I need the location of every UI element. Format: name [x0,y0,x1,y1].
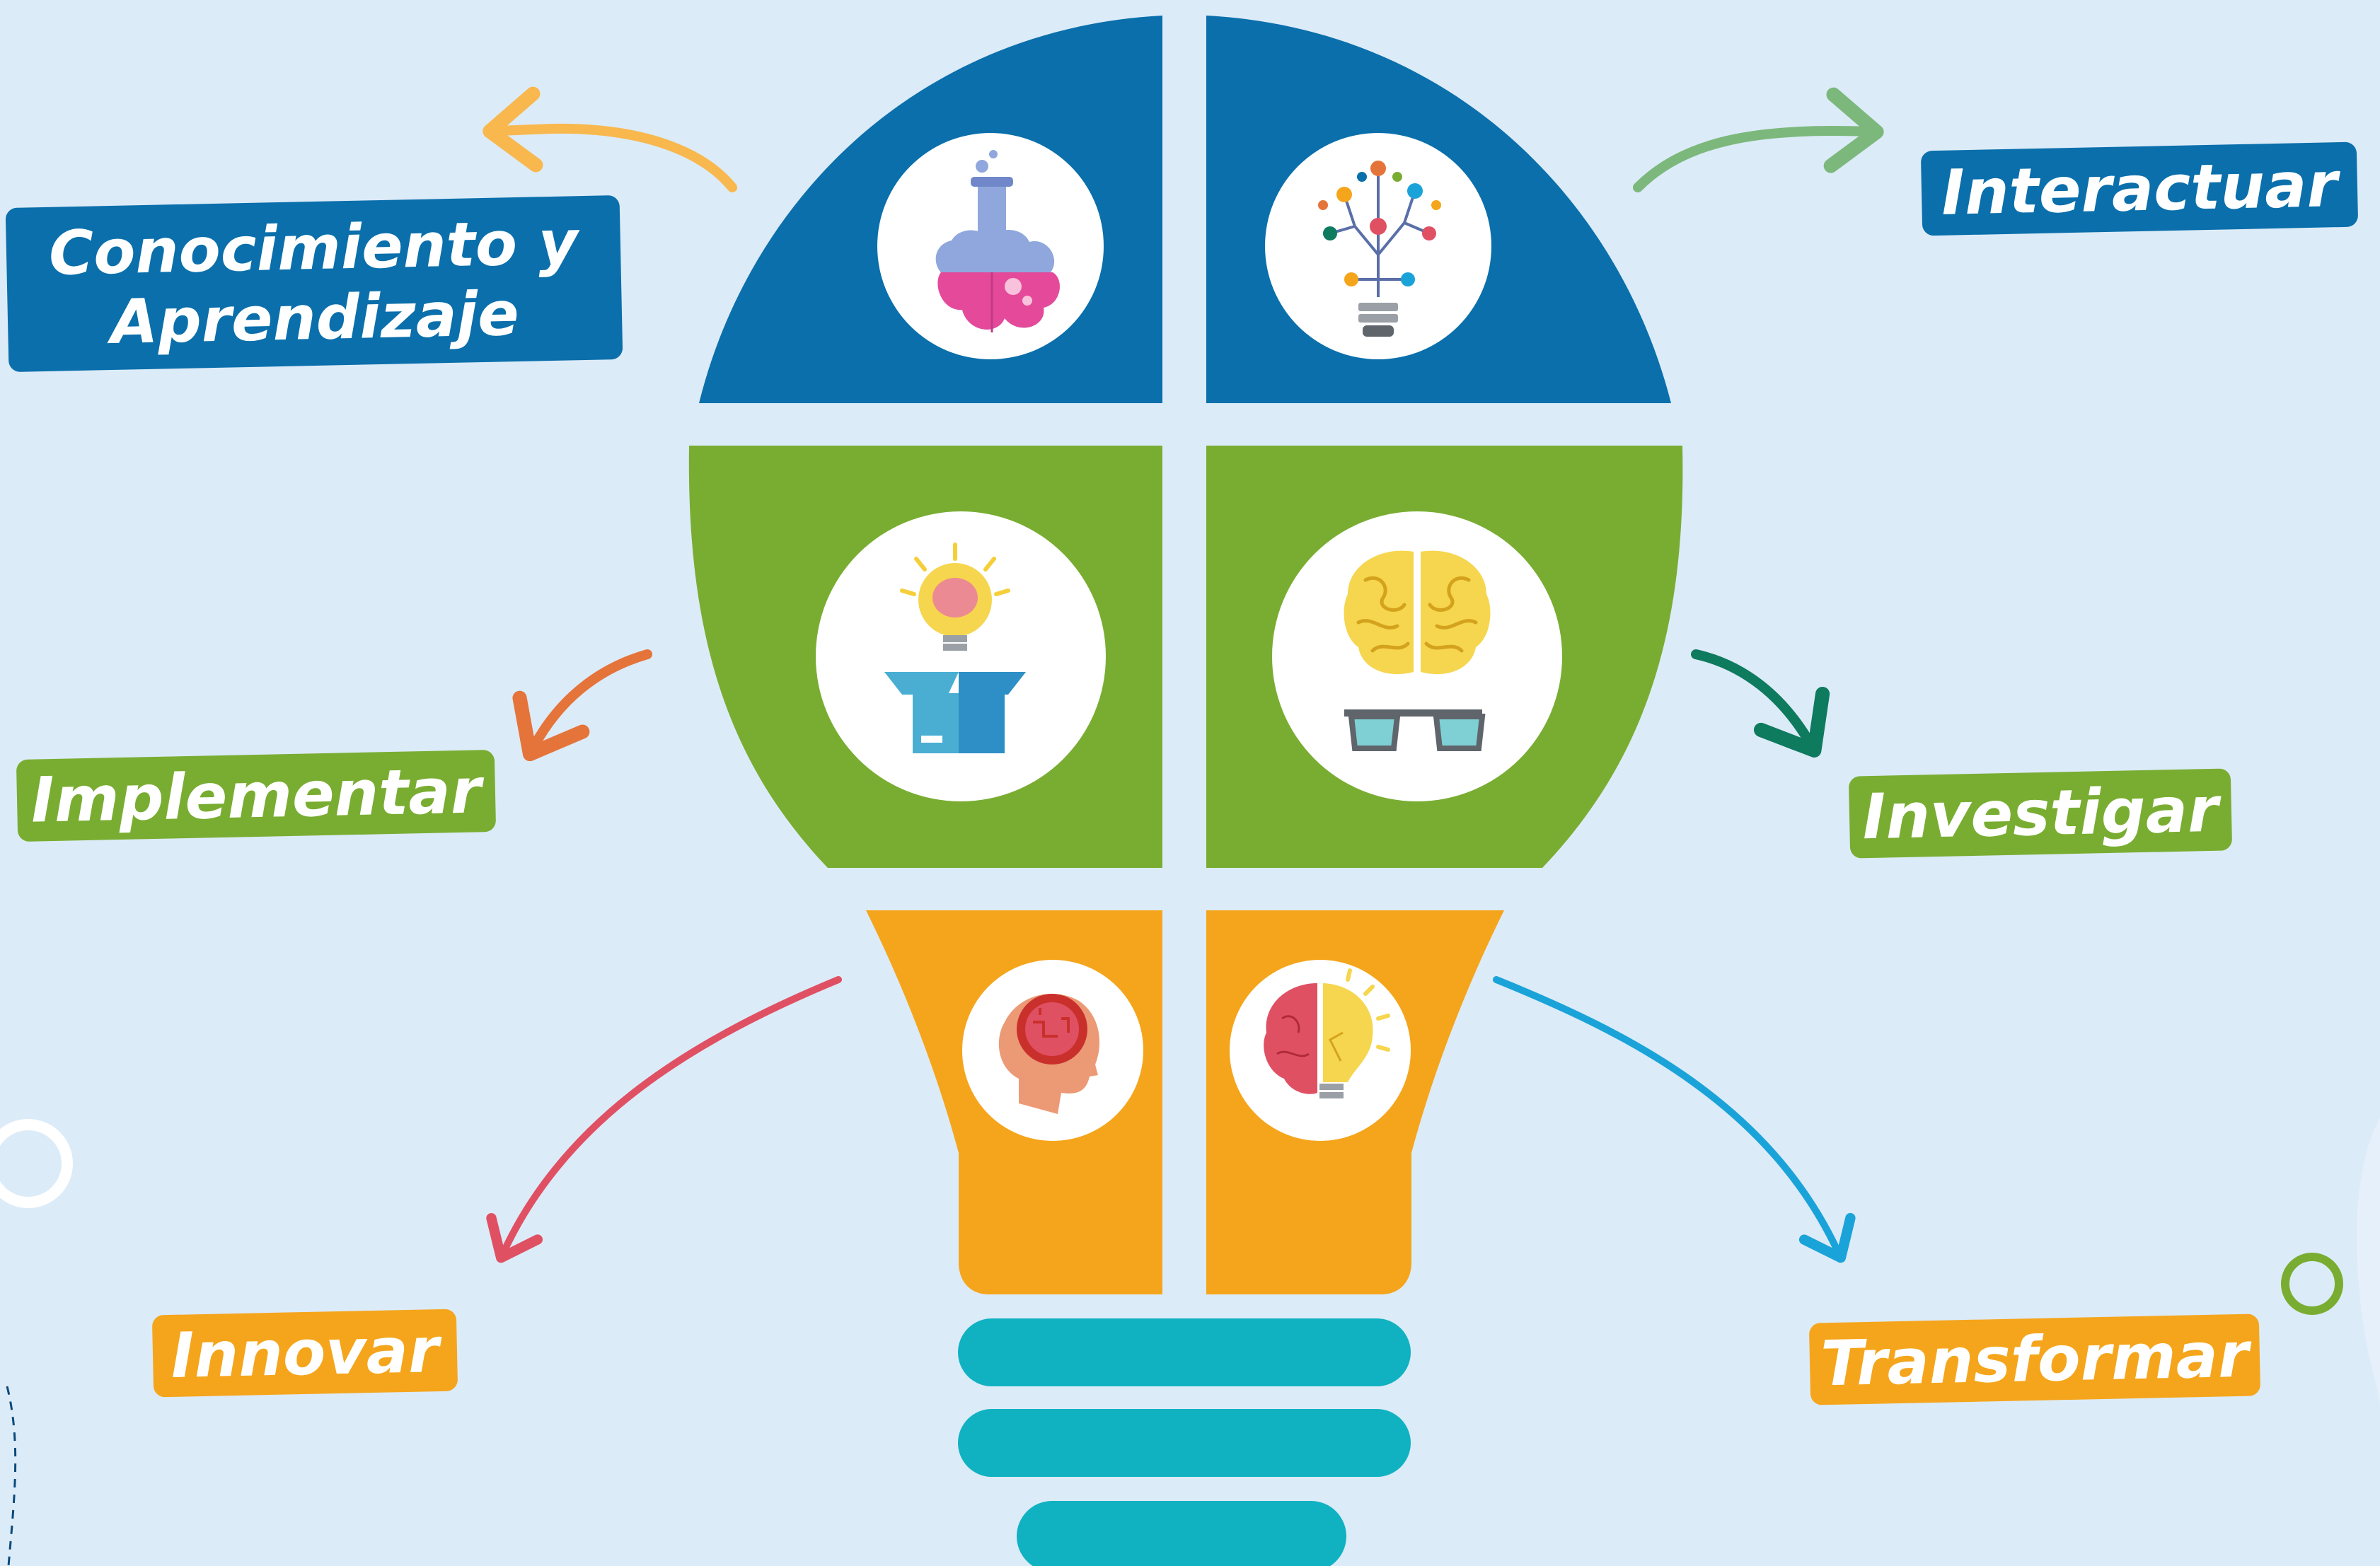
head-brain-icon [962,960,1143,1141]
bulb-base-bar-1 [958,1318,1411,1386]
label-transformar: Transformar [1808,1313,2261,1405]
arrow-innovar [486,976,842,1263]
arrow-investigar [1691,649,1830,758]
decor-dashed-line [6,1386,17,1566]
arrow-interactuar [1633,87,1884,192]
label-implementar: Implementar [16,749,497,842]
bulb-base-bar-3 [1017,1501,1346,1566]
label-implementar-text: Implementar [30,754,483,837]
brain-glasses-icon [1272,511,1562,801]
label-conocimiento-line2: Aprendizaje [110,278,520,359]
decor-ring-right [2281,1253,2343,1315]
label-conocimiento-aprendizaje: Conocimiento y Aprendizaje [5,195,623,373]
arrow-transformar [1493,976,1856,1263]
label-interactuar: Interactuar [1920,141,2359,236]
brain-bulb-icon [1230,960,1411,1141]
label-interactuar-text: Interactuar [1941,148,2338,230]
bulb-box-icon [816,511,1106,801]
decor-blob-right [2357,1118,2380,1408]
arrow-conocimiento [483,86,737,192]
label-innovar: Innovar [151,1309,458,1398]
network-bulb-icon [1265,133,1491,359]
label-investigar-text: Investigar [1861,773,2219,854]
bulb-base-bar-2 [958,1409,1411,1477]
decor-ring-left [0,1119,73,1208]
label-investigar: Investigar [1848,768,2233,859]
label-innovar-text: Innovar [170,1313,440,1393]
label-conocimiento-line1: Conocimiento y [48,207,579,289]
arrow-implementar [512,649,652,762]
label-transformar-text: Transformar [1820,1318,2250,1400]
flask-brain-icon [877,133,1104,359]
